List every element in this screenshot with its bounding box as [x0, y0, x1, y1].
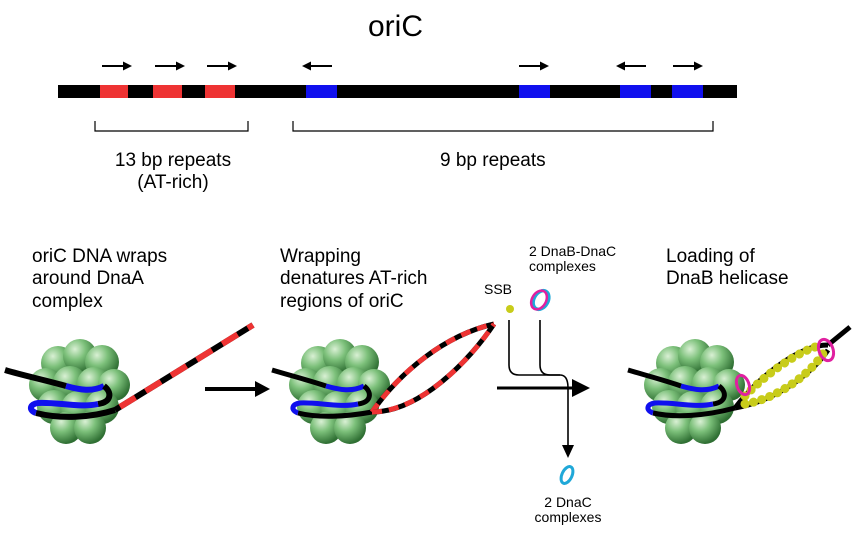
- arrow-head-icon: [572, 379, 590, 397]
- dnab-dnac-ring-icon: [529, 288, 551, 312]
- right-arrow-icon: [155, 61, 185, 71]
- left-arrow-icon: [616, 61, 646, 71]
- dnab-helicase-ring-icon: [734, 373, 752, 397]
- dnab-dnac-complexes-label: 2 DnaB-DnaC complexes: [529, 243, 617, 275]
- right-arrow-icon: [673, 61, 703, 71]
- right-arrow-icon: [519, 61, 549, 71]
- repeat-brackets: [94, 121, 714, 132]
- dnac-complexes-label: 2 DnaC complexes: [534, 494, 602, 526]
- step-2-caption: Wrapping denatures AT-rich regions of or…: [280, 246, 428, 312]
- oric-dna-strand-2: [271, 321, 497, 419]
- oric-map: [58, 85, 737, 98]
- nine-bp-repeat-4: [672, 85, 703, 98]
- merge-arrows: [497, 320, 570, 445]
- left-arrow-icon: [302, 61, 332, 71]
- nine-bp-repeats-label: 9 bp repeats: [440, 150, 546, 171]
- repeat-direction-arrows: [102, 61, 703, 71]
- right-arrow-icon: [102, 61, 132, 71]
- nine-bp-repeat-2: [519, 85, 550, 98]
- ssb-coated-strands: [740, 340, 829, 409]
- arrow-head-icon: [255, 381, 270, 397]
- ssb-label: SSB: [484, 281, 513, 297]
- dnab-helicase-ring-icon: [816, 337, 836, 363]
- right-arrow-icon: [207, 61, 237, 71]
- at-rich-bracket: [94, 121, 249, 132]
- diagram-title: oriC: [368, 10, 424, 43]
- oric-dna-strand-1: [4, 322, 255, 420]
- ssb-dot-icon: [506, 305, 514, 313]
- dnac-ring-icon: [559, 465, 575, 485]
- dnaa-complex-3: [644, 339, 745, 444]
- step-1-caption: oriC DNA wraps around DnaA complex: [32, 246, 168, 312]
- nine-bp-repeat-1: [306, 85, 337, 98]
- at-rich-repeat-3: [205, 85, 235, 98]
- nine-bp-repeat-3: [620, 85, 651, 98]
- at-rich-repeat-1: [100, 85, 128, 98]
- at-rich-repeat-2: [153, 85, 182, 98]
- step-3-caption: Loading of DnaB helicase: [666, 246, 789, 290]
- at-rich-repeats-label: 13 bp repeats (AT-rich): [114, 150, 232, 194]
- nine-bp-bracket: [292, 121, 714, 132]
- down-arrow-icon: [562, 445, 574, 458]
